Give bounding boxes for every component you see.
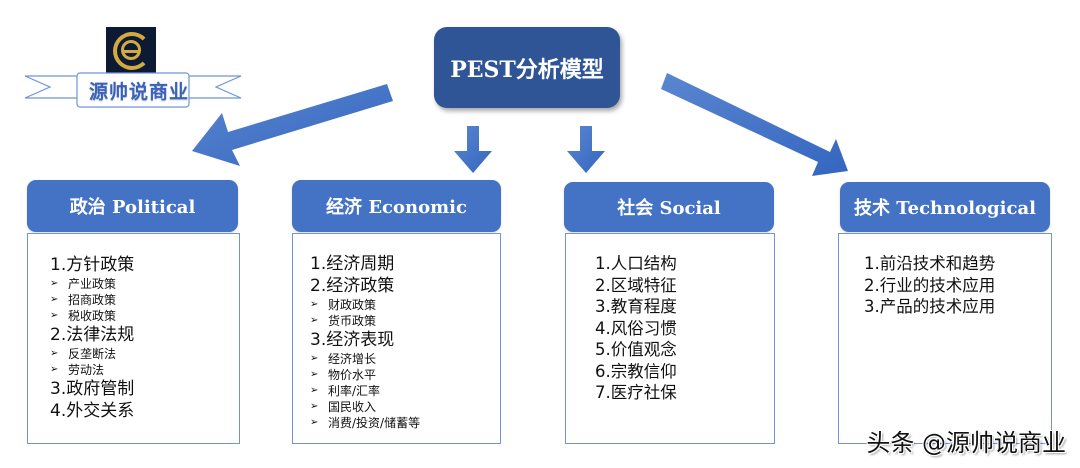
category-political: 政治 Political xyxy=(27,180,238,232)
bullet-arrow-icon: ➢ xyxy=(310,401,319,412)
list-subitem: ➢劳动法 xyxy=(50,363,105,377)
bullet-arrow-icon: ➢ xyxy=(310,299,319,310)
category-header: 政治 Political xyxy=(27,180,238,232)
bullet-arrow-icon: ➢ xyxy=(310,385,319,396)
list-subitem: ➢消费/投资/储蓄等 xyxy=(310,416,421,430)
list-subitem: ➢招商政策 xyxy=(50,293,117,307)
list-item: 1.前沿技术和趋势 xyxy=(864,254,996,273)
category-title: 社会 Social xyxy=(617,198,721,219)
list-subitem: ➢国民收入 xyxy=(310,400,377,414)
category-body-social: 1.人口结构 2.区域特征 3.教育程度 4.风俗习惯 5.价值观念 6.宗教信… xyxy=(565,233,775,444)
bullet-arrow-icon: ➢ xyxy=(310,353,319,364)
category-social: 社会 Social xyxy=(564,182,774,232)
list-item: 3.经济表现 xyxy=(310,330,395,350)
category-economic: 经济 Economic xyxy=(292,180,501,232)
bullet-arrow-icon: ➢ xyxy=(50,310,59,321)
list-subitem: ➢反垄断法 xyxy=(50,347,117,361)
bullet-arrow-icon: ➢ xyxy=(50,364,59,375)
arrow-to-economic-icon xyxy=(454,126,492,173)
list-item: 3.教育程度 xyxy=(595,297,677,316)
connector-arrows xyxy=(192,73,848,176)
brand-logo: 源帅说商业 xyxy=(22,27,244,111)
logo-emblem-icon xyxy=(106,27,156,77)
category-title: 技术 Technological xyxy=(854,198,1036,219)
bullet-arrow-icon: ➢ xyxy=(50,278,59,289)
list-item: 2.行业的技术应用 xyxy=(864,275,996,295)
category-header: 社会 Social xyxy=(564,182,774,232)
list-item: 1.经济周期 xyxy=(310,254,395,274)
list-item: 7.医疗社保 xyxy=(595,383,677,402)
category-body-political: 1.方针政策 ➢产业政策 ➢招商政策 ➢税收政策 2.法律法规 ➢反垄断法 ➢劳… xyxy=(27,233,240,444)
list-subitem: ➢财政政策 xyxy=(310,298,377,312)
list-subitem: ➢经济增长 xyxy=(310,352,377,366)
bullet-arrow-icon: ➢ xyxy=(50,294,59,305)
pest-title-box: PEST分析模型 xyxy=(434,27,620,108)
list-item: 2.法律法规 xyxy=(50,325,135,345)
bullet-arrow-icon: ➢ xyxy=(310,315,319,326)
list-item: 3.政府管制 xyxy=(50,379,135,399)
list-item: 6.宗教信仰 xyxy=(595,361,677,381)
list-item: 3.产品的技术应用 xyxy=(864,297,996,316)
pest-title: PEST分析模型 xyxy=(450,56,604,83)
list-item: 5.价值观念 xyxy=(595,340,677,359)
list-item: 4.外交关系 xyxy=(50,401,135,421)
category-header: 经济 Economic xyxy=(292,180,501,232)
category-title: 经济 Economic xyxy=(326,197,467,218)
list-subitem: ➢税收政策 xyxy=(50,309,117,323)
category-body-technological: 1.前沿技术和趋势 2.行业的技术应用 3.产品的技术应用 xyxy=(838,233,1052,444)
bullet-arrow-icon: ➢ xyxy=(310,369,319,380)
arrow-to-social-icon xyxy=(567,126,605,173)
list-subitem: ➢利率/汇率 xyxy=(310,384,381,398)
bullet-arrow-icon: ➢ xyxy=(310,417,319,428)
list-subitem: ➢产业政策 xyxy=(50,277,117,291)
category-body-economic: 1.经济周期 2.经济政策 ➢财政政策 ➢货币政策 3.经济表现 ➢经济增长 ➢… xyxy=(292,233,501,444)
category-header: 技术 Technological xyxy=(840,182,1050,232)
list-item: 1.人口结构 xyxy=(595,254,677,273)
category-title: 政治 Political xyxy=(69,197,196,218)
bullet-arrow-icon: ➢ xyxy=(50,348,59,359)
list-item: 4.风俗习惯 xyxy=(595,318,677,338)
list-item: 2.区域特征 xyxy=(595,275,677,295)
watermark: 头条 @源帅说商业 xyxy=(866,429,1066,457)
arrow-to-technological-icon xyxy=(661,73,848,176)
arrow-to-political-icon xyxy=(192,84,393,166)
list-item: 2.经济政策 xyxy=(310,276,395,296)
logo-text: 源帅说商业 xyxy=(88,81,189,103)
list-item: 1.方针政策 xyxy=(50,255,135,275)
category-technological: 技术 Technological xyxy=(840,182,1050,232)
ribbon-banner-icon xyxy=(24,72,242,108)
list-subitem: ➢货币政策 xyxy=(310,314,377,328)
list-subitem: ➢物价水平 xyxy=(310,368,377,382)
